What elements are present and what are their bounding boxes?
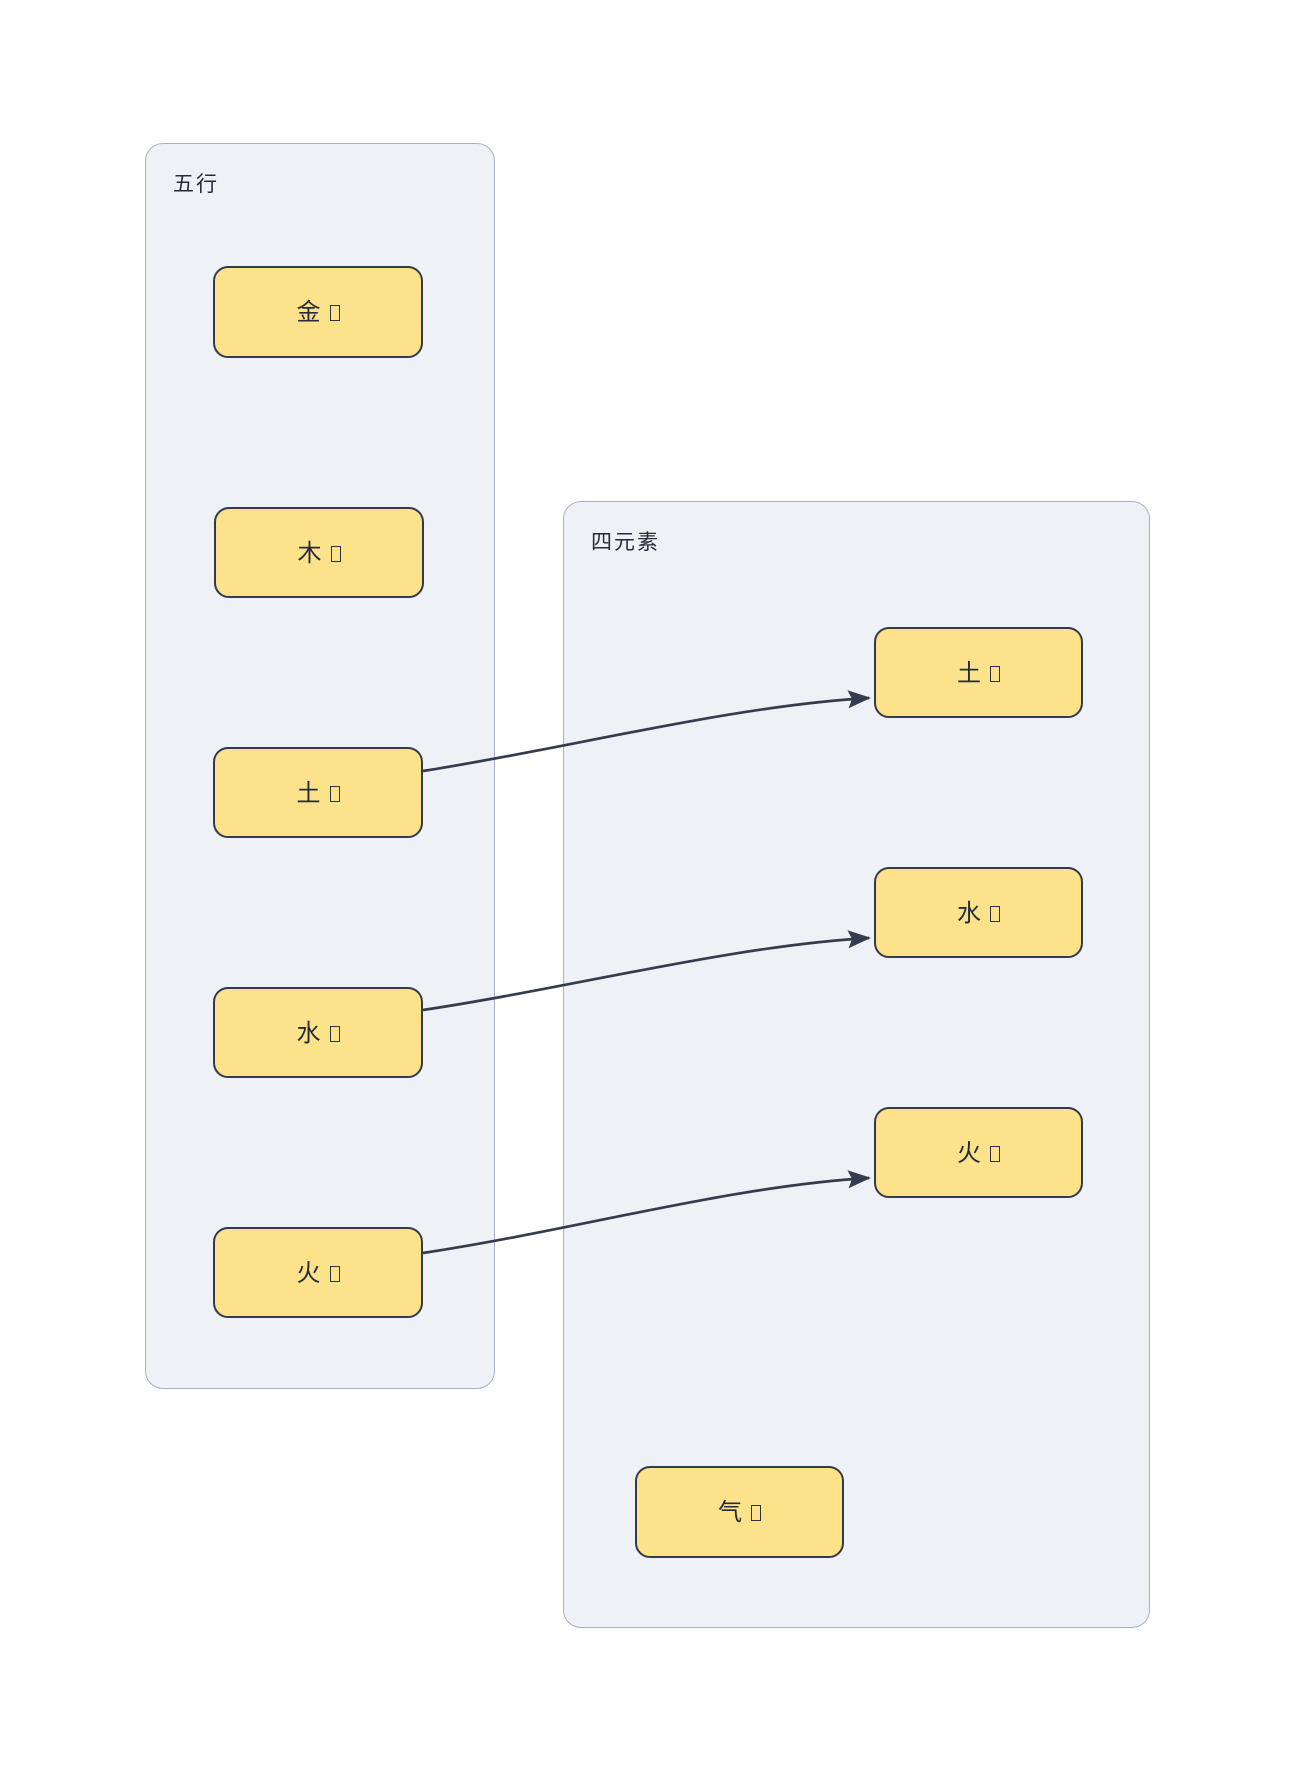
node-sielemente-huo: 火 — [874, 1107, 1083, 1198]
missing-glyph-box — [329, 785, 340, 802]
node-wuxing-mu: 木 — [214, 507, 424, 598]
group-sielemente-label: 四元素 — [591, 530, 660, 554]
missing-glyph-box — [329, 305, 340, 321]
missing-glyph-box — [990, 1145, 1000, 1162]
node-sielemente-tu: 土 — [874, 627, 1083, 718]
node-sielemente-shui-label: 水 — [957, 898, 981, 927]
node-sielemente-qi: 气 — [635, 1466, 844, 1558]
missing-glyph-box — [329, 1025, 340, 1042]
group-wuxing-label: 五行 — [173, 172, 219, 196]
node-wuxing-huo: 火 — [213, 1227, 423, 1318]
missing-glyph-box — [329, 1265, 340, 1282]
node-wuxing-shui: 水 — [213, 987, 423, 1078]
missing-glyph-box — [990, 665, 1000, 682]
node-wuxing-tu: 土 — [213, 747, 423, 838]
missing-glyph-box — [751, 1505, 761, 1521]
node-sielemente-qi-label: 气 — [718, 1498, 742, 1526]
missing-glyph-box — [990, 905, 1000, 922]
node-wuxing-mu-label: 木 — [297, 538, 322, 567]
node-sielemente-tu-label: 土 — [957, 658, 981, 687]
node-wuxing-tu-label: 土 — [296, 778, 321, 807]
missing-glyph-box — [330, 545, 341, 562]
node-wuxing-shui-label: 水 — [296, 1018, 321, 1047]
node-wuxing-jin: 金 — [213, 266, 423, 358]
node-sielemente-huo-label: 火 — [957, 1138, 981, 1167]
node-sielemente-shui: 水 — [874, 867, 1083, 958]
node-wuxing-huo-label: 火 — [296, 1258, 321, 1287]
node-wuxing-jin-label: 金 — [296, 298, 321, 326]
